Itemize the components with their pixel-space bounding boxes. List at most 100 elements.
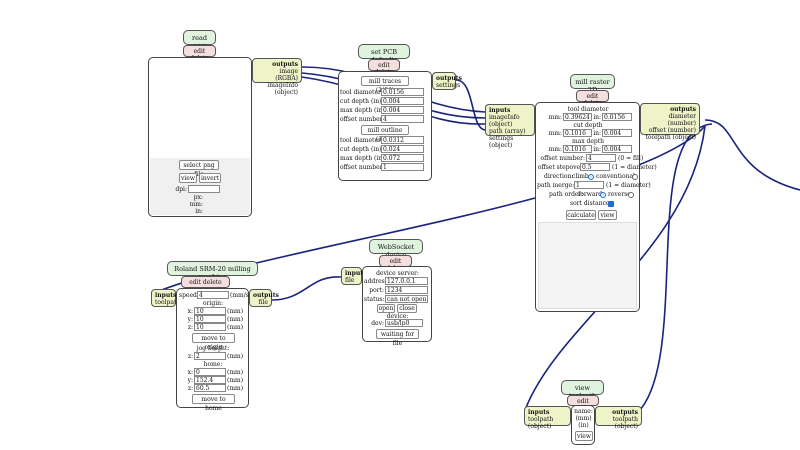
pcb-outputs[interactable]: outputs settings [432, 72, 462, 90]
origin-z-unit: (mm) [227, 324, 244, 331]
dpi-input[interactable] [188, 185, 220, 193]
mill-outline-button[interactable]: mill outline (1/32) [361, 125, 409, 143]
tool-diameter-mm-input[interactable]: 0.39624 [563, 113, 592, 121]
offset-number-label: offset number: [540, 155, 585, 162]
calculate-button[interactable]: calculate [566, 210, 596, 220]
traces-cut-depth-input[interactable]: 0.004 [381, 97, 424, 105]
tool-diameter-in-input[interactable]: 0.0156 [602, 113, 632, 121]
pcb-edit-link[interactable]: edit [378, 62, 390, 69]
websocket-edit-link[interactable]: edit [389, 258, 402, 265]
traces-offset-number-input[interactable]: 4 [381, 115, 424, 123]
mill-raster-title[interactable]: mill raster 2D [570, 74, 615, 94]
read-png-view-button[interactable]: view [179, 173, 197, 183]
speed-unit: (mm/s) [230, 292, 252, 299]
origin-x-input[interactable]: 10 [194, 307, 226, 315]
address-input[interactable]: 127.0.0.1 [385, 277, 428, 285]
home-z-input[interactable]: 60.5 [194, 384, 226, 392]
origin-y-unit: (mm) [227, 316, 244, 323]
cut-depth-mm-input[interactable]: 0.1016 [563, 129, 592, 137]
output-imageinfo: imageInfo (object) [267, 82, 298, 96]
origin-y-input[interactable]: 10 [194, 315, 226, 323]
view-toolpath-title[interactable]: view toolpath [561, 380, 604, 400]
roland-delete-link[interactable]: delete [202, 279, 222, 286]
speed-input[interactable]: 4 [197, 291, 229, 299]
outline-offset-number-input[interactable]: 1 [381, 163, 424, 171]
path-merge-hint: (1 = diameter) [606, 182, 651, 189]
traces-max-depth-label: max depth (in): [340, 107, 387, 114]
read-png-edit-link[interactable]: edit [193, 48, 206, 55]
read-png-outputs[interactable]: outputs image (RGBA) imageInfo (object) [252, 58, 302, 96]
home-y-input[interactable]: 152.4 [194, 376, 226, 384]
move-to-home-button[interactable]: move to home [192, 394, 235, 412]
outline-max-depth-input[interactable]: 0.072 [381, 154, 424, 162]
read-png-title[interactable]: read png [183, 30, 216, 50]
max-depth-mm-input[interactable]: 0.1016 [563, 145, 592, 153]
cut-depth-in-input[interactable]: 0.004 [602, 129, 632, 137]
output-offset: offset (number) [648, 127, 696, 134]
origin-x-unit: (mm) [227, 308, 244, 315]
view-toolpath-edit-link[interactable]: edit [577, 398, 589, 405]
roland-title[interactable]: Roland SRM-20 milling machine [167, 261, 258, 281]
websocket-inputs[interactable]: inputs file [341, 267, 366, 285]
websocket-title[interactable]: WebSocket device [369, 239, 423, 259]
toolpath-preview-area [538, 222, 637, 309]
port-input[interactable]: 1234 [385, 286, 428, 294]
traces-max-depth-input[interactable]: 0.004 [381, 106, 424, 114]
max-depth-mm-label: mm: [548, 146, 562, 153]
roland-edit-delete: edit delete [181, 276, 230, 288]
raster-inputs[interactable]: inputs imageInfo (object) path (array) s… [485, 104, 535, 149]
select-png-file-button[interactable]: select png file [179, 160, 219, 178]
device-server-label: device server: [376, 270, 419, 277]
output-settings: settings [436, 82, 461, 89]
forward-radio[interactable] [600, 192, 606, 198]
offset-stepover-input[interactable]: 0.5 [580, 163, 610, 171]
move-to-origin-button[interactable]: move to origin [192, 333, 235, 351]
in-unit-label: (in) [578, 422, 589, 429]
offset-number-input[interactable]: 4 [586, 154, 616, 162]
path-merge-input[interactable]: 1 [574, 181, 604, 189]
view-toolpath-panel: name: (mm) (in) view [571, 405, 595, 445]
view-toolpath-view-button[interactable]: view [575, 431, 593, 441]
waiting-for-file-button[interactable]: waiting for file [376, 329, 419, 347]
home-z-label: z: [187, 385, 193, 392]
raster-edit-delete: edit delete [576, 90, 609, 107]
mm-label: mm: [189, 201, 203, 208]
pcb-defaults-title[interactable]: set PCB defaults [358, 44, 410, 64]
mill-traces-button[interactable]: mill traces (1/64) [361, 76, 409, 94]
view-toolpath-outputs[interactable]: outputs toolpath (object) [595, 406, 642, 430]
cut-depth-label: cut depth [573, 122, 603, 129]
raster-edit-link[interactable]: edit [586, 93, 599, 100]
traces-cut-depth-label: cut depth (in): [340, 98, 384, 105]
outline-tool-diameter-label: tool diameter (in): [340, 137, 396, 144]
close-button[interactable]: close [397, 304, 417, 313]
roland-outputs[interactable]: outputs file [249, 289, 279, 307]
cut-depth-in-label: in: [593, 130, 601, 137]
max-depth-in-input[interactable]: 0.004 [602, 145, 632, 153]
read-png-invert-button[interactable]: invert [199, 173, 221, 183]
home-x-input[interactable]: 0 [194, 368, 226, 376]
origin-z-input[interactable]: 10 [194, 323, 226, 331]
input-toolpath: toolpath [155, 299, 181, 306]
path-merge-label: path merge: [537, 182, 575, 189]
reverse-radio[interactable] [628, 192, 634, 198]
traces-tool-diameter-input[interactable]: 0.0156 [381, 88, 424, 96]
wire-settings-to-raster [455, 79, 486, 131]
dev-input[interactable]: usb/lp0 [385, 319, 423, 327]
climb-radio[interactable] [588, 174, 594, 180]
conventional-radio[interactable] [632, 174, 638, 180]
jog-z-input[interactable]: 2 [194, 352, 226, 360]
read-png-edit-delete: edit delete [183, 45, 216, 62]
roland-inputs[interactable]: inputs toolpath [151, 289, 181, 307]
roland-edit-link[interactable]: edit [189, 279, 201, 286]
open-button[interactable]: open [377, 304, 395, 313]
raster-outputs[interactable]: outputs diameter (number) offset (number… [640, 103, 700, 141]
outline-cut-depth-label: cut depth (in): [340, 146, 384, 153]
inputs-heading: inputs [155, 292, 177, 299]
name-label: name: [574, 408, 593, 415]
outputs-heading: outputs [436, 75, 462, 82]
view-toolpath-inputs[interactable]: inputs toolpath (object) [524, 406, 571, 430]
outline-cut-depth-input[interactable]: 0.024 [381, 145, 424, 153]
raster-view-button[interactable]: view [598, 210, 617, 220]
sort-distance-checkbox[interactable] [608, 201, 614, 207]
outline-tool-diameter-input[interactable]: 0.0312 [381, 136, 424, 144]
